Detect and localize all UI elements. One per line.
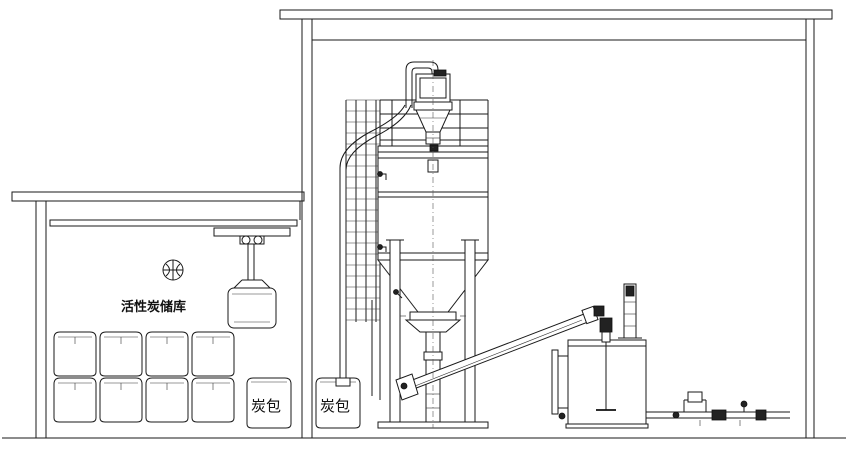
screw-feeder <box>395 305 605 401</box>
stacked-bag <box>53 377 97 423</box>
stacked-bag <box>99 331 143 377</box>
stacked-bag <box>191 377 235 423</box>
storage-room-label: 活性炭储库 <box>121 299 186 315</box>
stacked-carbon-bags <box>53 331 235 423</box>
bag-filter <box>405 61 453 145</box>
stacked-bag <box>191 331 235 377</box>
dosing-room-roof <box>279 9 833 20</box>
stacked-bag <box>53 331 97 377</box>
dosing-room-building <box>279 9 833 438</box>
metering-pump <box>618 283 642 339</box>
carbon-bag-1 <box>246 377 292 429</box>
discharge-pipeline <box>646 391 790 426</box>
lifted-carbon-bag <box>227 287 277 329</box>
stacked-bag <box>145 377 189 423</box>
storage-room-roof <box>11 191 305 202</box>
storage-room-building <box>11 191 305 438</box>
silo-side-valves <box>377 171 403 299</box>
mixing-tank <box>551 317 649 429</box>
hoist-trolley <box>213 227 291 291</box>
stacked-bag <box>99 377 143 423</box>
carbon-bag-1-label: 炭包 <box>251 397 281 415</box>
exhaust-fan-icon <box>162 259 184 281</box>
carbon-bag-2-label: 炭包 <box>320 397 350 415</box>
crane-beam <box>49 219 298 227</box>
stacked-bag <box>145 331 189 377</box>
